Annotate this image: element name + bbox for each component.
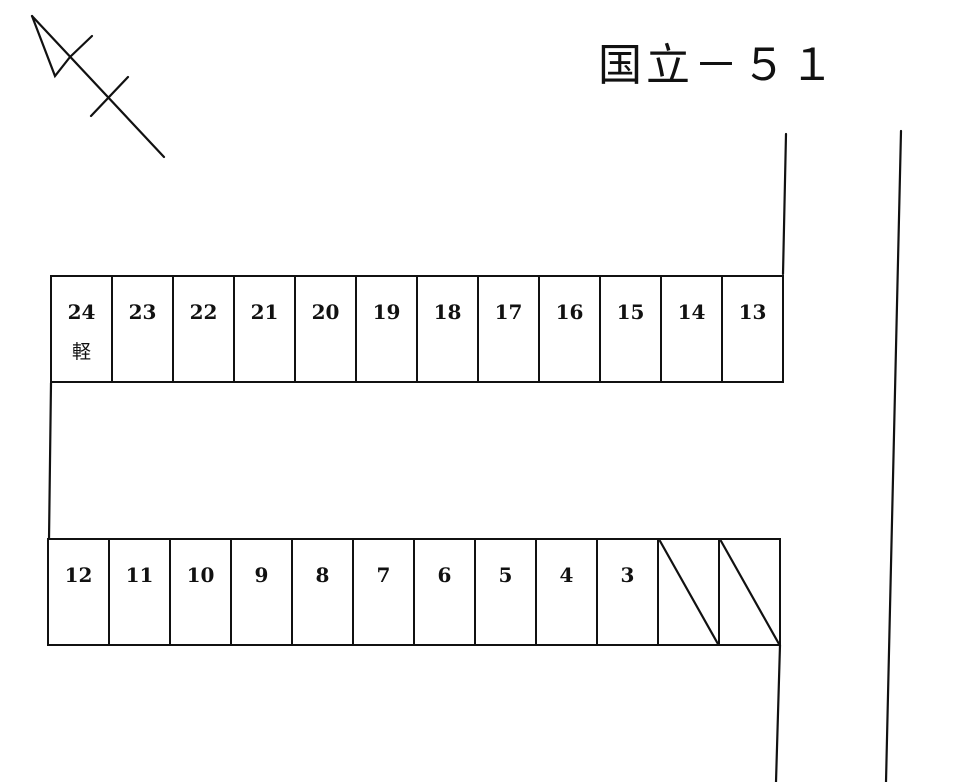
parking-spot-outline xyxy=(413,538,476,646)
spot-number: 21 xyxy=(251,300,279,324)
parking-spot-outline xyxy=(355,275,418,383)
parking-spot-11[interactable]: 11 xyxy=(108,538,171,646)
spot-number: 11 xyxy=(126,563,154,587)
parking-spot-12[interactable]: 12 xyxy=(47,538,110,646)
top-parking-row: 24 軽 23 22 21 20 19 18 17 16 15 14 13 xyxy=(50,275,784,383)
parking-spot-8[interactable]: 8 xyxy=(291,538,354,646)
parking-spot-15[interactable]: 15 xyxy=(599,275,662,383)
unavailable-slash-icon xyxy=(719,539,781,646)
page-title: 国立－５１ xyxy=(598,40,838,91)
parking-spot-18[interactable]: 18 xyxy=(416,275,479,383)
parking-spot-20[interactable]: 20 xyxy=(294,275,357,383)
parking-spot-outline xyxy=(352,538,415,646)
parking-spot-unavailable xyxy=(657,538,720,646)
road-edge-outer xyxy=(884,129,903,782)
parking-spot-24[interactable]: 24 軽 xyxy=(50,275,113,383)
parking-spot-13[interactable]: 13 xyxy=(721,275,784,383)
spot-number: 4 xyxy=(560,563,574,587)
parking-spot-16[interactable]: 16 xyxy=(538,275,601,383)
parking-spot-outline xyxy=(172,275,235,383)
north-arrow-icon xyxy=(30,14,166,159)
parking-spot-outline xyxy=(538,275,601,383)
road-edge-inner-top xyxy=(781,132,788,276)
parking-spot-14[interactable]: 14 xyxy=(660,275,723,383)
parking-spot-5[interactable]: 5 xyxy=(474,538,537,646)
spot-number: 23 xyxy=(129,300,157,324)
spot-number: 17 xyxy=(495,300,523,324)
parking-spot-outline xyxy=(535,538,598,646)
spot-number: 9 xyxy=(255,563,269,587)
spot-number: 5 xyxy=(499,563,513,587)
parking-spot-outline xyxy=(721,275,784,383)
parking-spot-outline xyxy=(660,275,723,383)
parking-spot-19[interactable]: 19 xyxy=(355,275,418,383)
parking-spot-7[interactable]: 7 xyxy=(352,538,415,646)
parking-spot-unavailable xyxy=(718,538,781,646)
spot-number: 12 xyxy=(65,563,93,587)
parking-spot-outline xyxy=(294,275,357,383)
parking-spot-outline xyxy=(291,538,354,646)
unavailable-slash-icon xyxy=(658,539,720,646)
spot-note-kei: 軽 xyxy=(72,341,91,363)
road-edge-inner-bottom xyxy=(774,643,782,782)
parking-spot-23[interactable]: 23 xyxy=(111,275,174,383)
parking-spot-3[interactable]: 3 xyxy=(596,538,659,646)
parking-spot-outline xyxy=(233,275,296,383)
spot-number: 10 xyxy=(187,563,215,587)
spot-number: 7 xyxy=(377,563,391,587)
spot-number: 20 xyxy=(312,300,340,324)
parking-spot-22[interactable]: 22 xyxy=(172,275,235,383)
parking-spot-4[interactable]: 4 xyxy=(535,538,598,646)
parking-spot-9[interactable]: 9 xyxy=(230,538,293,646)
lot-left-edge xyxy=(47,381,53,542)
road-edges xyxy=(774,129,903,782)
spot-number: 13 xyxy=(739,300,767,324)
spot-number: 3 xyxy=(621,563,635,587)
spot-number: 22 xyxy=(190,300,218,324)
spot-number: 16 xyxy=(556,300,584,324)
parking-spot-outline xyxy=(50,275,113,383)
spot-number: 19 xyxy=(373,300,401,324)
parking-spot-outline xyxy=(596,538,659,646)
parking-spot-17[interactable]: 17 xyxy=(477,275,540,383)
parking-spot-outline xyxy=(477,275,540,383)
spot-number: 18 xyxy=(434,300,462,324)
parking-spot-outline xyxy=(599,275,662,383)
parking-spot-10[interactable]: 10 xyxy=(169,538,232,646)
parking-spot-outline xyxy=(230,538,293,646)
parking-spot-outline xyxy=(47,538,110,646)
parking-spot-outline xyxy=(169,538,232,646)
parking-spot-outline xyxy=(108,538,171,646)
bottom-parking-row: 12 11 10 9 8 7 6 5 4 3 xyxy=(47,538,781,646)
parking-spot-outline xyxy=(111,275,174,383)
spot-number: 15 xyxy=(617,300,645,324)
parking-spot-6[interactable]: 6 xyxy=(413,538,476,646)
spot-number: 8 xyxy=(316,563,330,587)
spot-number: 24 xyxy=(68,300,96,324)
parking-spot-outline xyxy=(474,538,537,646)
parking-spot-outline xyxy=(416,275,479,383)
spot-number: 6 xyxy=(438,563,452,587)
spot-number: 14 xyxy=(678,300,706,324)
parking-spot-21[interactable]: 21 xyxy=(233,275,296,383)
